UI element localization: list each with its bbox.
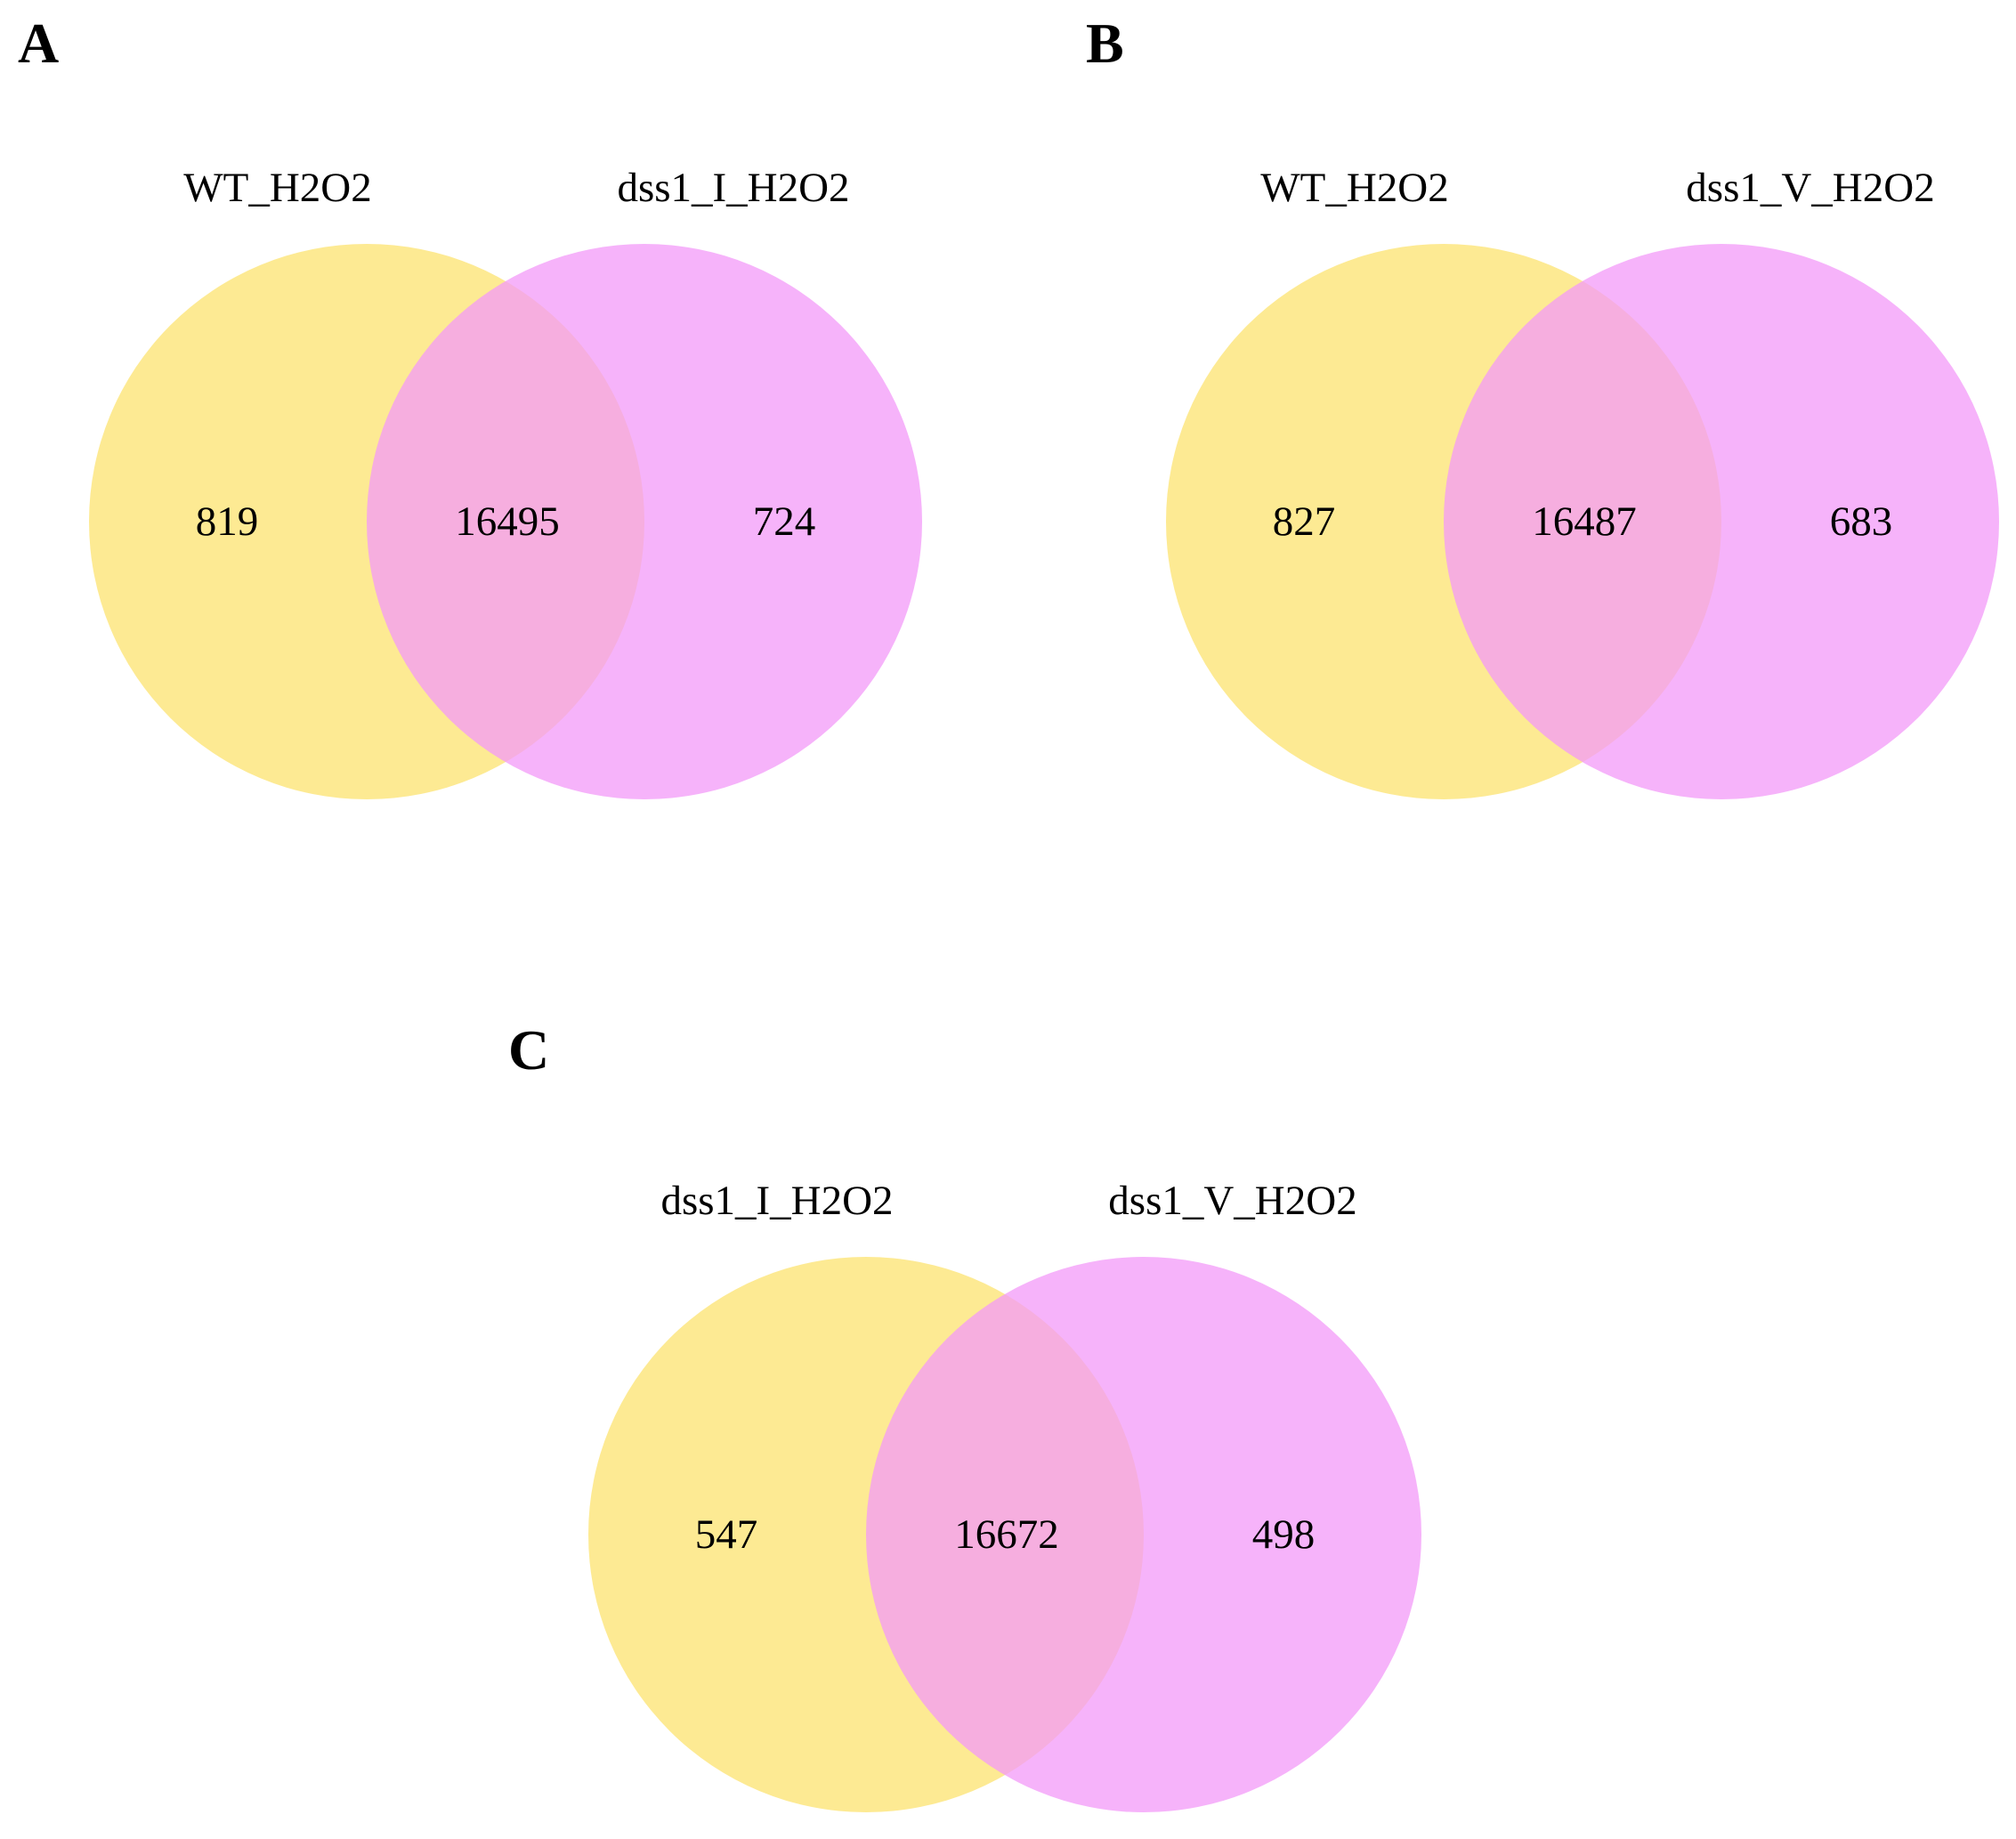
- count-intersection-c: 16672: [954, 1511, 1059, 1558]
- count-right-only-a: 724: [753, 498, 816, 545]
- panel-letter-b: B: [1086, 12, 1124, 75]
- venn-circle-right-b: [1444, 244, 1999, 799]
- count-intersection-a: 16495: [455, 498, 560, 545]
- set-label-right-a: dss1_I_H2O2: [617, 165, 849, 211]
- count-right-only-b: 683: [1830, 498, 1893, 545]
- set-label-right-c: dss1_V_H2O2: [1108, 1178, 1356, 1224]
- count-left-only-a: 819: [196, 498, 259, 545]
- panel-letter-c: C: [508, 1018, 549, 1082]
- panel-letter-a: A: [18, 12, 59, 75]
- set-label-left-a: WT_H2O2: [183, 165, 371, 211]
- venn-circle-right-c: [866, 1257, 1421, 1812]
- venn-circle-right-a: [367, 244, 922, 799]
- venn-panel-c: C dss1_I_H2O2 dss1_V_H2O2 547 16672 498: [508, 1018, 1421, 1812]
- venn-panel-a: A WT_H2O2 dss1_I_H2O2 819 16495 724: [18, 12, 922, 799]
- venn-panel-b: B WT_H2O2 dss1_V_H2O2 827 16487 683: [1086, 12, 1999, 799]
- count-left-only-b: 827: [1273, 498, 1336, 545]
- count-right-only-c: 498: [1252, 1511, 1316, 1558]
- set-label-left-c: dss1_I_H2O2: [660, 1178, 893, 1224]
- count-intersection-b: 16487: [1532, 498, 1637, 545]
- set-label-left-b: WT_H2O2: [1260, 165, 1448, 211]
- set-label-right-b: dss1_V_H2O2: [1686, 165, 1934, 211]
- count-left-only-c: 547: [695, 1511, 758, 1558]
